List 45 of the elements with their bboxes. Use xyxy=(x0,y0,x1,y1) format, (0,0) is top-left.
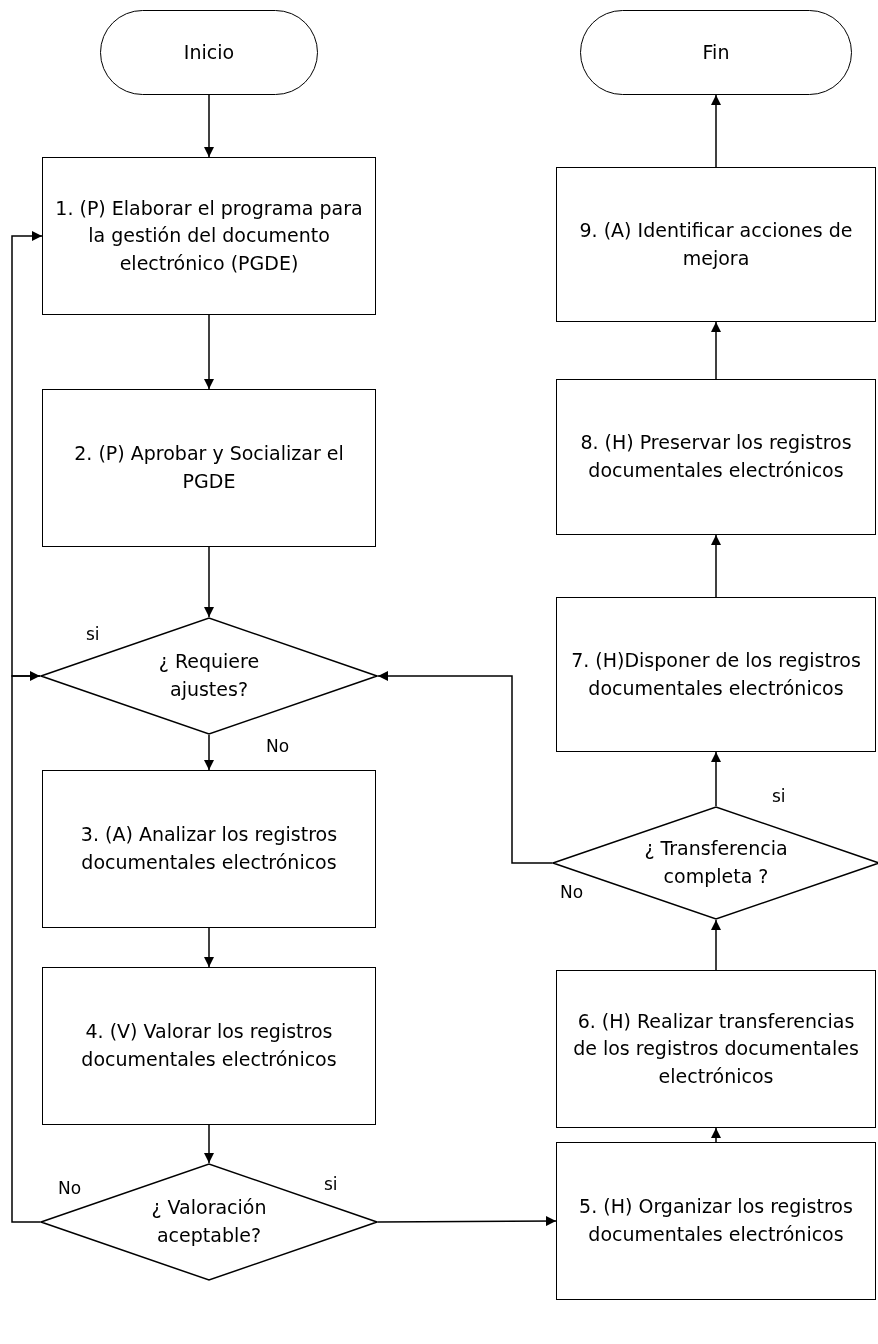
node-text: 5. (H) Organizar los registros documentales electrónicos xyxy=(578,1194,854,1247)
node-text: 9. (A) Identificar acciones de mejora xyxy=(578,217,854,271)
process-box xyxy=(42,770,376,928)
arrow xyxy=(711,751,721,807)
edge-label: si xyxy=(86,626,100,643)
process-box xyxy=(556,970,876,1128)
node-text: 2. (P) Aprobar y Socializar el PGDE xyxy=(73,441,345,494)
arrow xyxy=(204,734,214,771)
node-text: Fin xyxy=(701,39,731,65)
arrow xyxy=(204,927,214,968)
edge-label: si xyxy=(772,788,786,805)
node-text: 1. (P) Elaborar el programa para la gestión del documento electrónico (PGDE) xyxy=(54,195,364,276)
arrow xyxy=(377,1216,557,1227)
arrow xyxy=(711,534,721,598)
arrow xyxy=(711,321,721,380)
arrow xyxy=(204,94,214,158)
arrow xyxy=(711,1127,721,1143)
process-box xyxy=(556,379,876,535)
node-text: Inicio xyxy=(182,39,236,65)
edge-label: No xyxy=(560,884,584,901)
arrow xyxy=(711,919,721,971)
process-box xyxy=(556,597,876,752)
process-box xyxy=(42,157,376,315)
node-text: 8. (H) Preservar los registros documentales electrónicos xyxy=(579,430,853,483)
node-text: 6. (H) Realizar transferencias de los registros documentales electrónicos xyxy=(572,1008,860,1089)
edge-label: No xyxy=(266,738,290,755)
arrow xyxy=(204,546,214,618)
node-text: 4. (V) Valorar los registros documentales electrónicos xyxy=(80,1019,338,1072)
node-text: 3. (A) Analizar los registros documentales electrónicos xyxy=(79,822,339,875)
arrow xyxy=(711,94,721,168)
arrow xyxy=(11,231,43,677)
edge-label: si xyxy=(324,1176,338,1193)
process-box xyxy=(42,389,376,547)
process-box xyxy=(556,167,876,322)
node-text: ¿ Requiere ajustes? xyxy=(157,649,261,702)
arrow xyxy=(11,671,41,1223)
node-text: ¿ Valoración aceptable? xyxy=(150,1195,268,1248)
arrow xyxy=(377,671,553,864)
arrow xyxy=(204,1124,214,1164)
edge-label: No xyxy=(58,1180,82,1197)
process-box xyxy=(556,1142,876,1300)
arrow xyxy=(204,314,214,390)
node-text: ¿ Transferencia completa ? xyxy=(643,836,789,889)
process-box xyxy=(42,967,376,1125)
node-text: 7. (H)Disponer de los registros documentales electrónicos xyxy=(570,647,862,701)
